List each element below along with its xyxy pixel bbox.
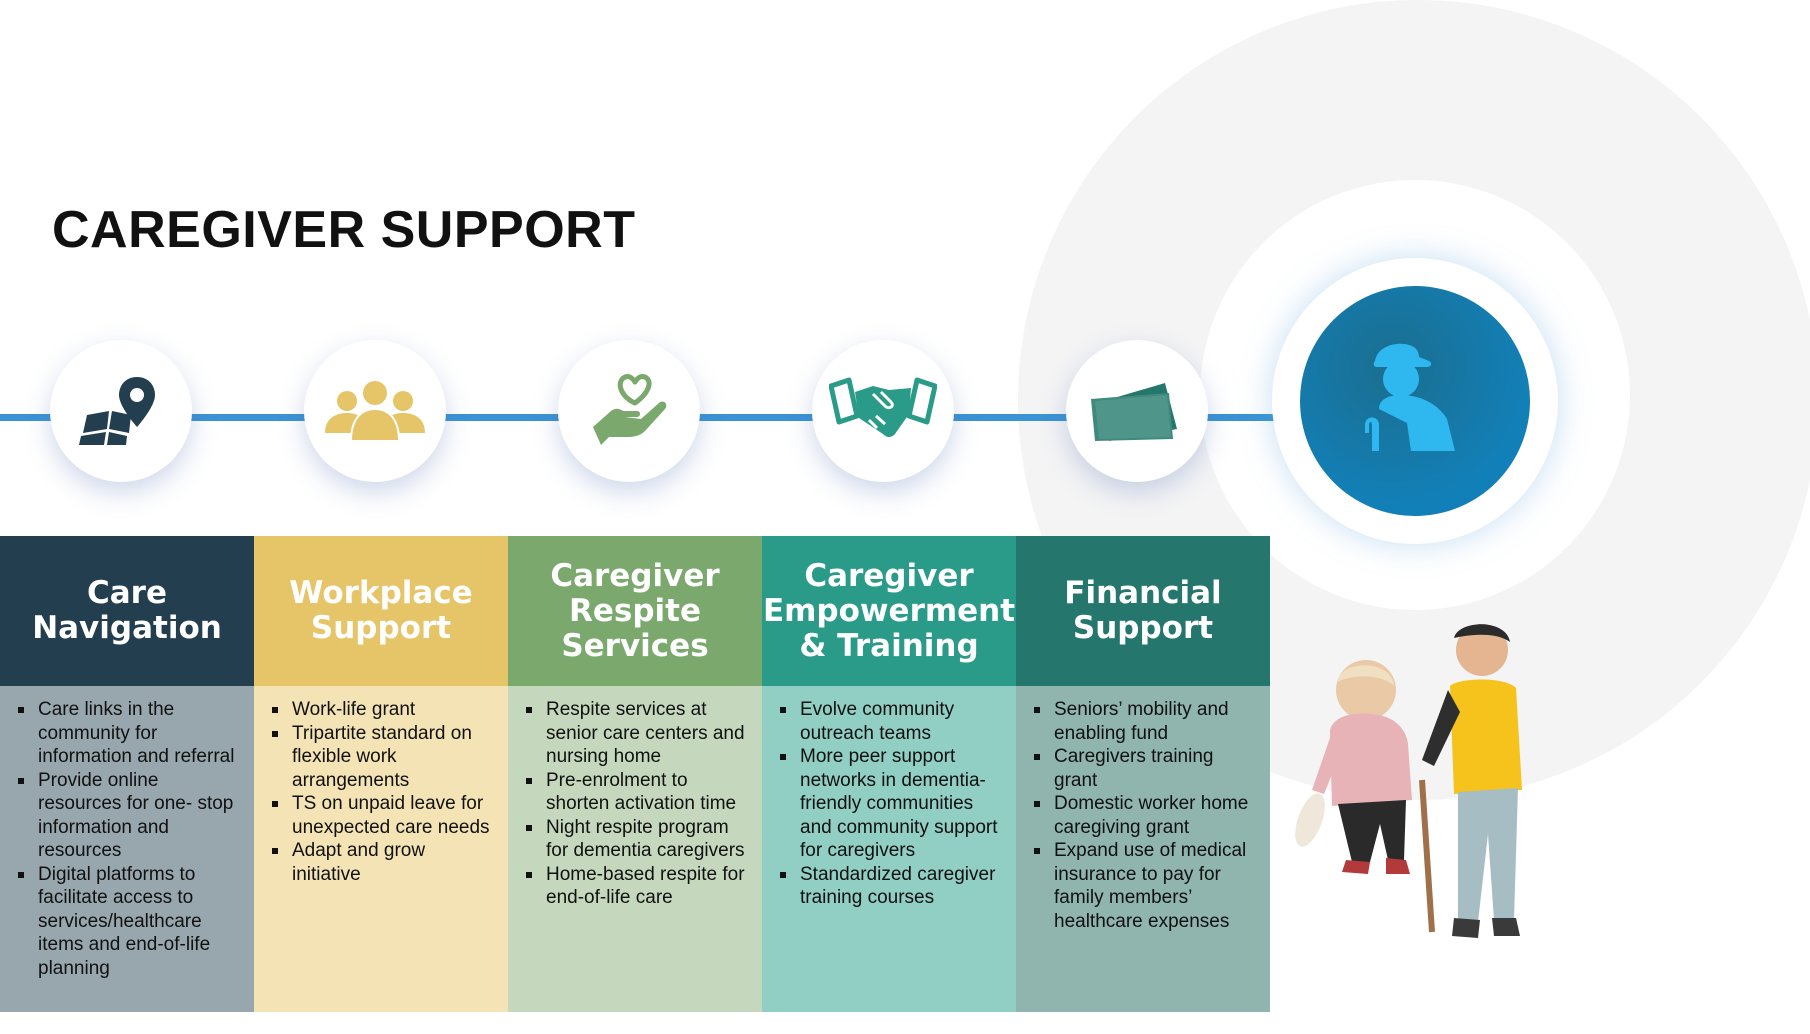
group-icon: [325, 381, 425, 442]
caregiver-illustration: [1295, 624, 1522, 938]
bullet-list: Seniors’ mobility and enabling fund Care…: [1030, 698, 1260, 933]
list-item: Digital platforms to facilitate access t…: [14, 863, 244, 981]
column-body: Work-life grant Tripartite standard on f…: [254, 686, 508, 1012]
list-item: Home-based respite for end-of-life care: [522, 863, 752, 910]
list-item: More peer support networks in dementia-f…: [776, 745, 1006, 863]
handshake-icon: [829, 377, 937, 437]
bullet-list: Care links in the community for informat…: [14, 698, 244, 980]
cash-icon: [1091, 383, 1177, 441]
list-item: Respite services at senior care centers …: [522, 698, 752, 769]
column-body: Evolve community outreach teams More pee…: [762, 686, 1016, 1012]
list-item: Domestic worker home caregiving grant: [1030, 792, 1260, 839]
caregiver-highlight-circle: [1300, 286, 1530, 516]
support-columns: Care Navigation Care links in the commun…: [0, 536, 1272, 1012]
list-item: Standardized caregiver training courses: [776, 863, 1006, 910]
column-title: Caregiver Empowerment & Training: [762, 536, 1016, 686]
list-item: Pre-enrolment to shorten activation time: [522, 769, 752, 816]
column-title: Caregiver Respite Services: [508, 536, 762, 686]
column-care-navigation: Care Navigation Care links in the commun…: [0, 536, 254, 1012]
list-item: Evolve community outreach teams: [776, 698, 1006, 745]
column-empowerment-training: Caregiver Empowerment & Training Evolve …: [762, 536, 1016, 1012]
column-body: Seniors’ mobility and enabling fund Care…: [1016, 686, 1270, 1012]
list-item: Night respite program for dementia careg…: [522, 816, 752, 863]
list-item: Work-life grant: [268, 698, 498, 722]
bullet-list: Respite services at senior care centers …: [522, 698, 752, 910]
page-title: CAREGIVER SUPPORT: [52, 201, 636, 259]
empowerment-icon-circle: [812, 340, 954, 482]
list-item: Adapt and grow initiative: [268, 839, 498, 886]
list-item: Expand use of medical insurance to pay f…: [1030, 839, 1260, 933]
list-item: Caregivers training grant: [1030, 745, 1260, 792]
list-item: Tripartite standard on flexible work arr…: [268, 722, 498, 793]
elderly-person-icon: [1365, 343, 1455, 451]
column-title: Workplace Support: [254, 536, 508, 686]
workplace-icon-circle: [304, 340, 446, 482]
column-title: Care Navigation: [0, 536, 254, 686]
list-item: Seniors’ mobility and enabling fund: [1030, 698, 1260, 745]
column-respite-services: Caregiver Respite Services Respite servi…: [508, 536, 762, 1012]
map-pin-icon: [79, 377, 155, 445]
column-workplace-support: Workplace Support Work-life grant Tripar…: [254, 536, 508, 1012]
list-item: TS on unpaid leave for unexpected care n…: [268, 792, 498, 839]
heart-in-hand-icon: [593, 374, 667, 445]
column-body: Respite services at senior care centers …: [508, 686, 762, 1012]
list-item: Care links in the community for informat…: [14, 698, 244, 769]
financial-icon-circle: [1066, 340, 1208, 482]
bullet-list: Work-life grant Tripartite standard on f…: [268, 698, 498, 886]
care-navigation-icon-circle: [50, 340, 192, 482]
respite-icon-circle: [558, 340, 700, 482]
column-financial-support: Financial Support Seniors’ mobility and …: [1016, 536, 1270, 1012]
bullet-list: Evolve community outreach teams More pee…: [776, 698, 1006, 910]
column-body: Care links in the community for informat…: [0, 686, 254, 1012]
list-item: Provide online resources for one- stop i…: [14, 769, 244, 863]
column-title: Financial Support: [1016, 536, 1270, 686]
